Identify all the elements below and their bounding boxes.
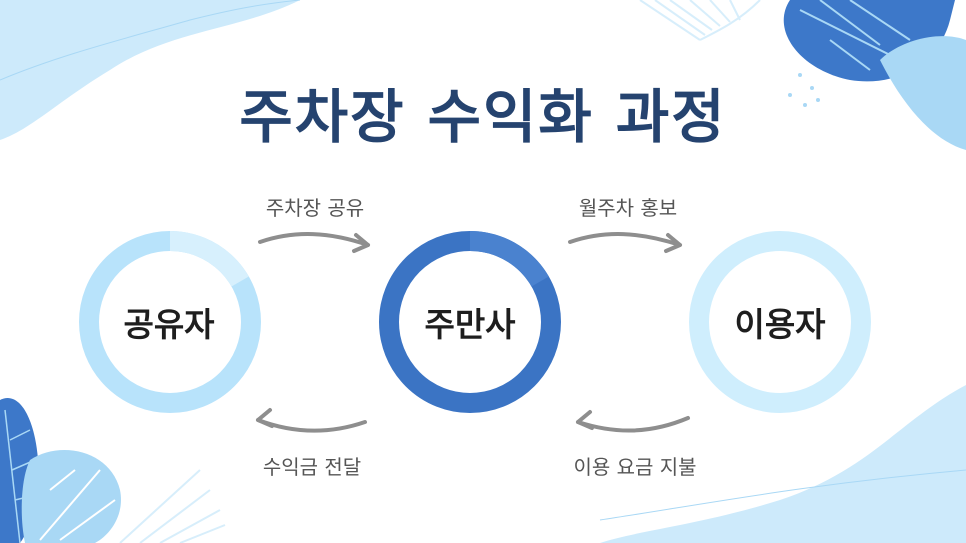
flow-label-pay-fee: 이용 요금 지불 — [573, 455, 697, 479]
flow-label-share-parking: 주차장 공유 — [265, 196, 365, 220]
light-monstera-veins — [39, 469, 116, 541]
flow-label-promote-monthly: 월주차 홍보 — [578, 196, 678, 220]
node-label-jumansa: 주만사 — [424, 305, 516, 344]
wave-top-left — [0, 0, 300, 140]
node-label-user: 이용자 — [734, 305, 826, 344]
palm-leaf-bottom-left — [119, 469, 226, 543]
palm-leaf-top-right — [639, 0, 761, 41]
flow-arrows — [256, 232, 690, 433]
node-label-sharer: 공유자 — [123, 305, 215, 344]
flow-label-deliver-revenue: 수익금 전달 — [262, 455, 362, 479]
dots-decoration — [788, 73, 820, 107]
ring-sharer-segment — [169, 231, 249, 287]
light-monstera-bottom-left — [21, 450, 121, 543]
wave-bottom-right — [600, 385, 966, 543]
arrow-pay-fee — [576, 410, 690, 433]
ring-user — [689, 231, 871, 413]
wave-bottom-right-line — [599, 469, 966, 521]
monstera-veins — [799, 0, 911, 71]
arrow-deliver-revenue — [256, 408, 367, 433]
node-rings — [79, 231, 871, 413]
arrow-promote-monthly — [568, 232, 682, 253]
light-leaf-right — [880, 36, 966, 150]
arrow-share-parking — [258, 232, 370, 253]
page-title: 주차장 수익화 과정 — [239, 83, 727, 151]
ring-jumansa-segment — [469, 231, 549, 287]
wave-top-left-line — [0, 0, 301, 81]
